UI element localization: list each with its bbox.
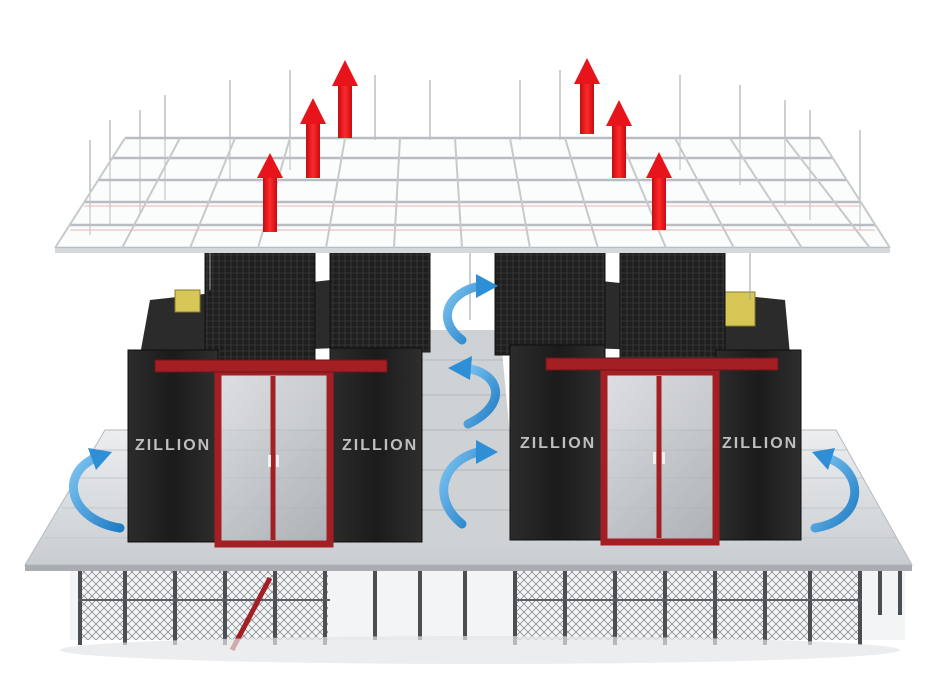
hot-air-arrows [257,58,672,232]
curved-arrow-icon [442,274,498,345]
underfloor-structure [60,566,905,664]
arrow-up-icon [574,58,600,134]
arrow-up-icon [257,153,283,232]
brand-logo: ZILLION [520,435,596,452]
rack-block-right: ZILLION ZILLION [494,249,802,546]
containment-door-right [545,357,779,546]
rack-block-left: ZILLION ZILLION [127,249,431,548]
arrow-up-icon [332,60,358,138]
arrow-up-icon [300,98,326,178]
curved-arrow-icon [810,448,859,533]
brand-logo: ZILLION [722,435,798,452]
containment-door-left [154,359,388,548]
curved-arrow-icon [448,356,501,429]
curved-arrow-icon [68,448,125,533]
ceiling-grid [54,70,891,320]
arrow-up-icon [646,152,672,230]
brand-logo: ZILLION [135,437,211,454]
cold-air-arrows [68,274,859,533]
curved-arrow-icon [439,440,498,529]
brand-logo: ZILLION [342,437,418,454]
arrow-up-icon [606,100,632,178]
